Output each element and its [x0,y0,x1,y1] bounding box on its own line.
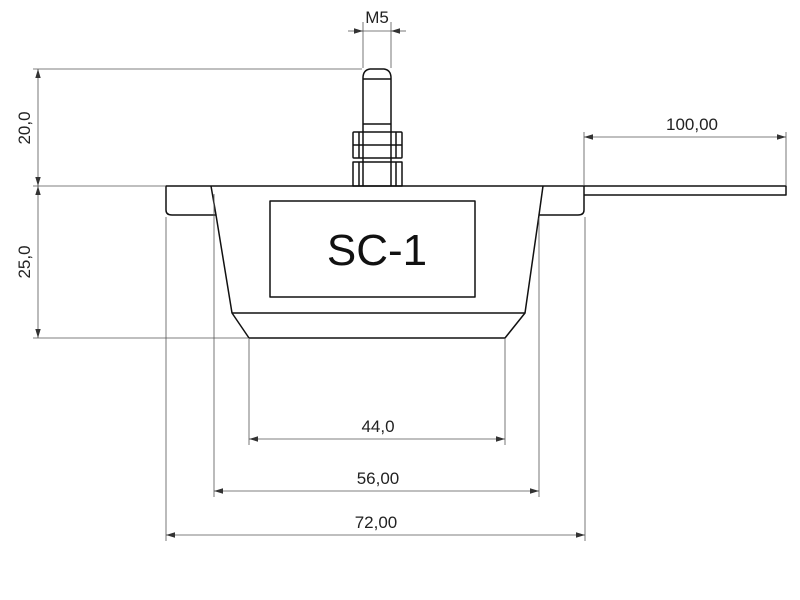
cable [584,185,787,196]
dim-cable-length-label: 100,00 [666,115,718,134]
dim-bottom-width-label: 44,0 [361,417,394,436]
dim-overall-width-label: 72,00 [355,513,398,532]
stud [362,68,392,186]
dim-overall-width: 72,00 [165,217,586,541]
dim-body-height: 25,0 [15,185,248,339]
dim-thread-label: M5 [365,8,389,27]
sensor-housing [165,185,585,339]
dim-thread: M5 [348,8,406,68]
label-plate: SC-1 [269,200,476,298]
hex-nut [352,131,403,187]
dim-cable-length: 100,00 [583,115,787,185]
dim-body-height-label: 25,0 [15,245,34,278]
sensor-label: SC-1 [327,226,427,275]
dim-stud-height: 20,0 [15,68,362,186]
dim-body-width: 56,00 [213,194,540,497]
dim-bottom-width: 44,0 [248,339,506,445]
dim-stud-height-label: 20,0 [15,111,34,144]
dim-body-width-label: 56,00 [357,469,400,488]
